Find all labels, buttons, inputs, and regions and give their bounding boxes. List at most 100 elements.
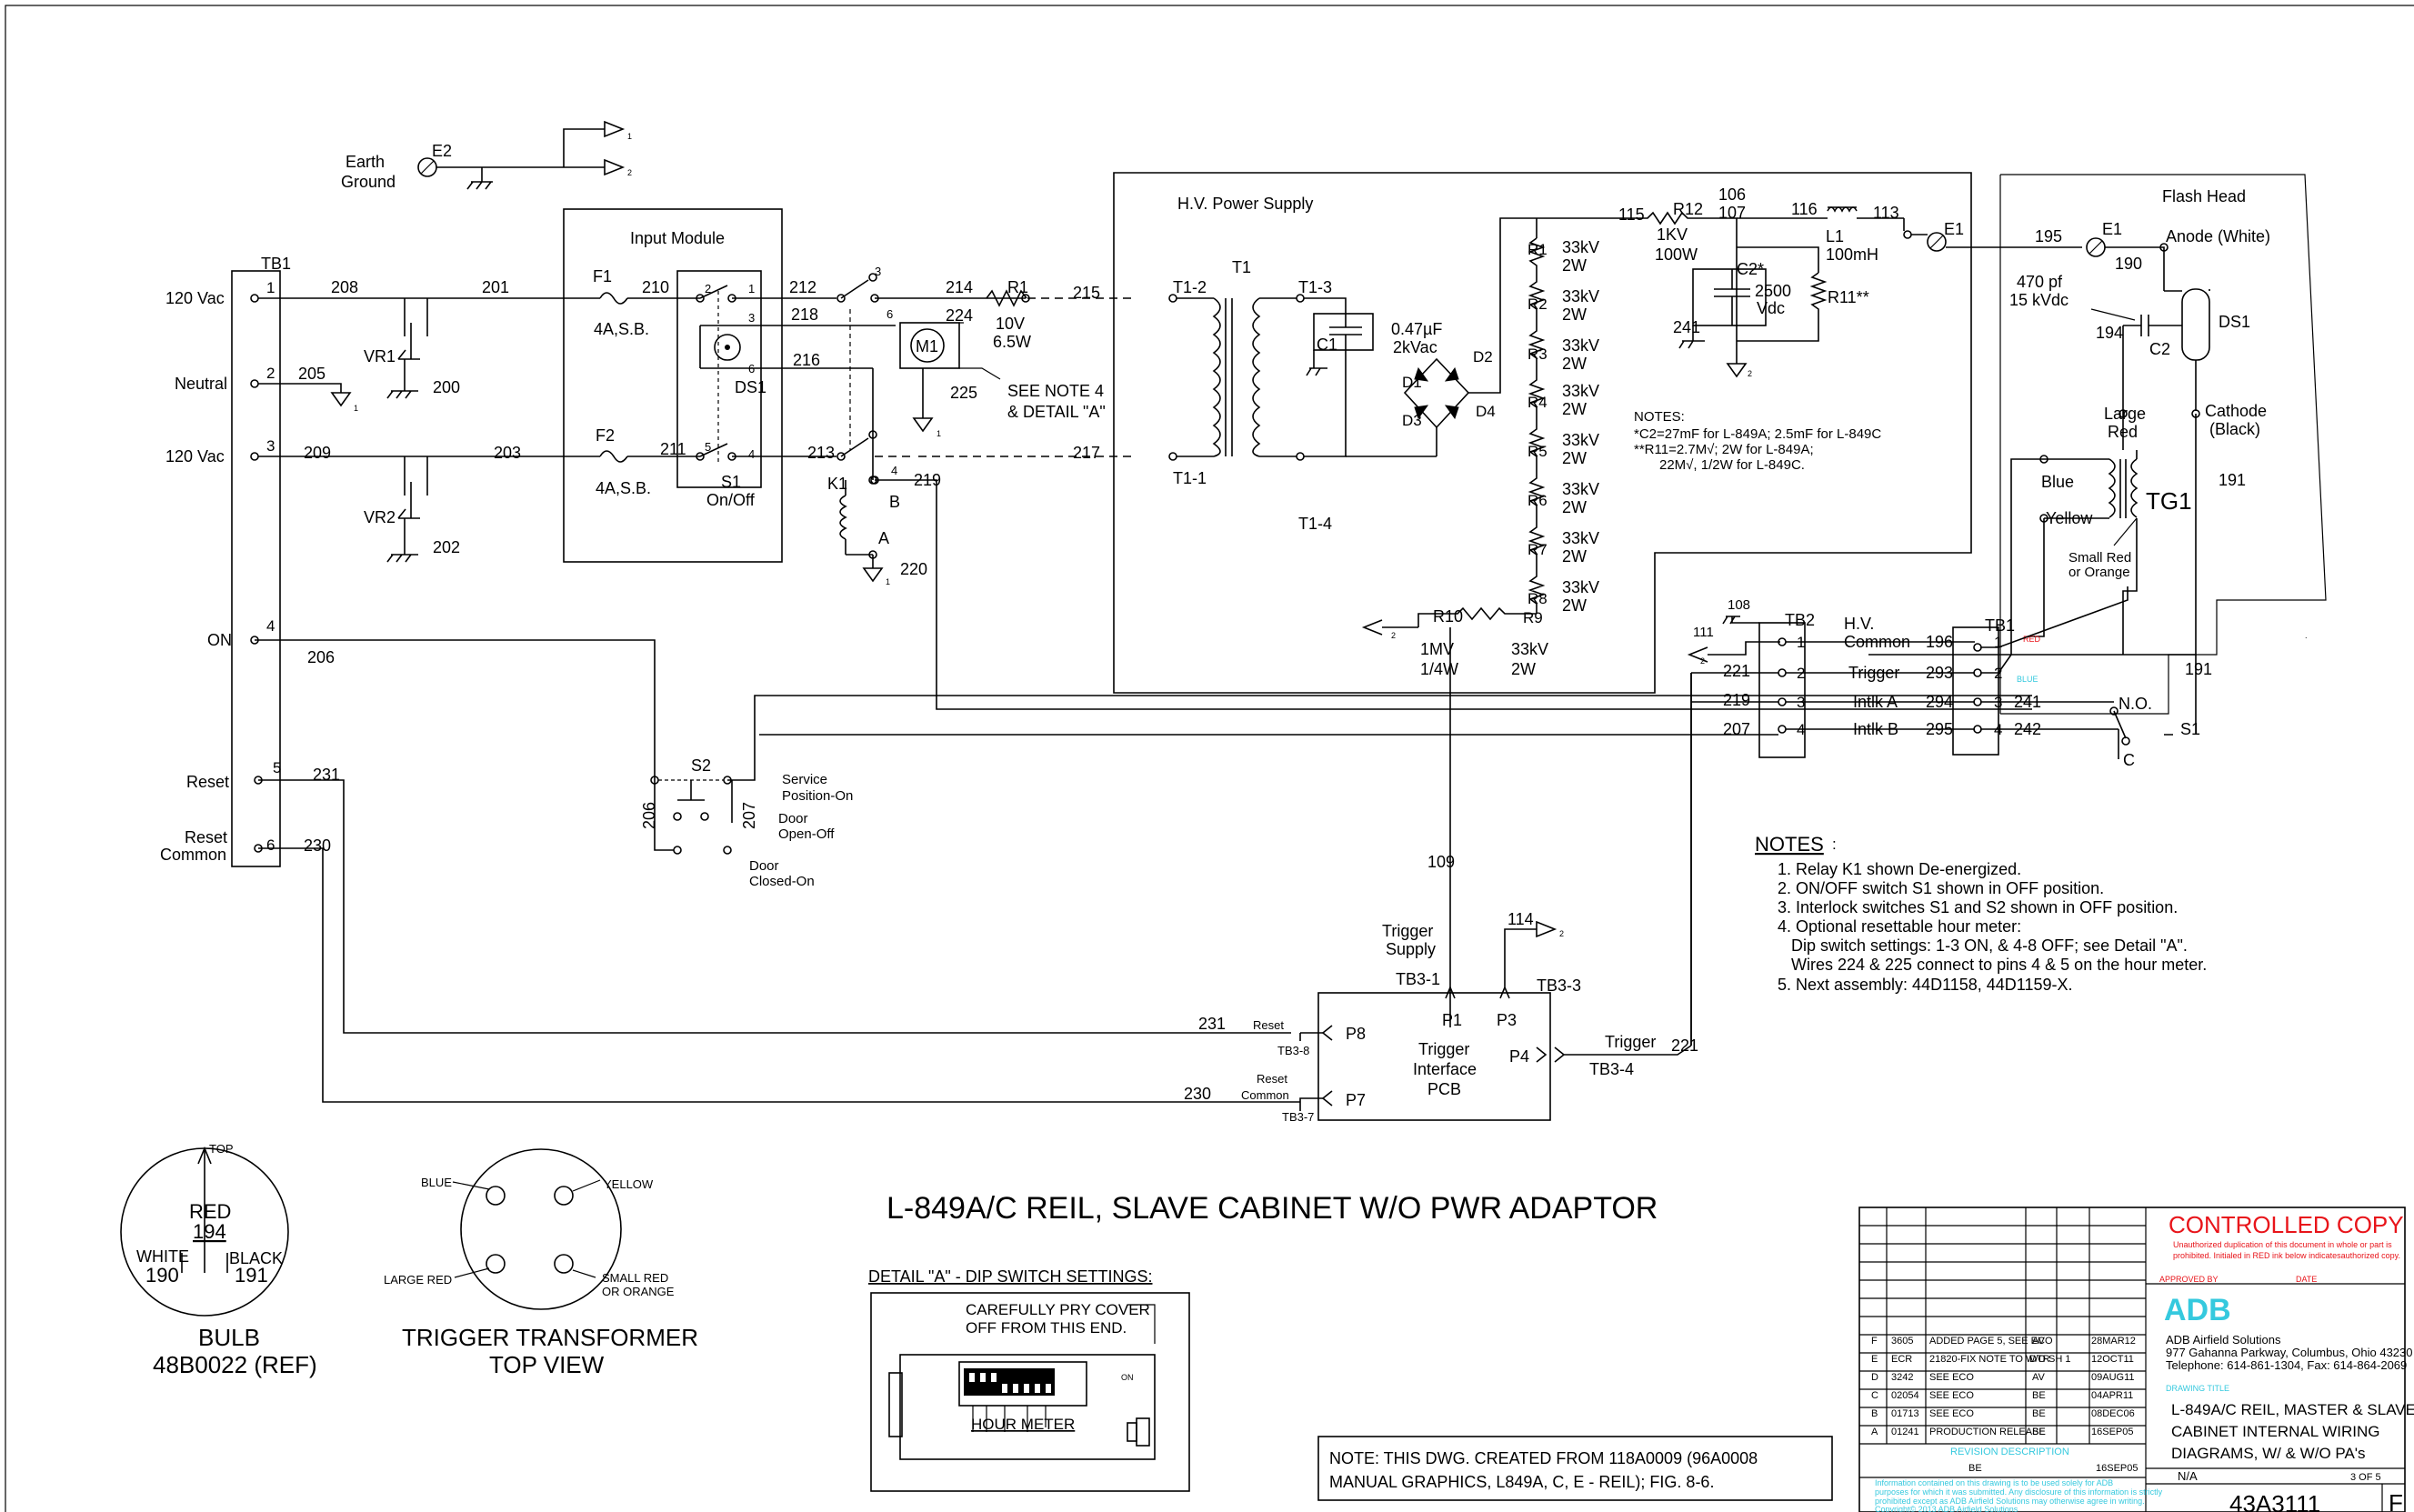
- c2-flashhead-label: C2: [2149, 340, 2170, 358]
- m1-label: M1: [916, 337, 938, 355]
- r-w-1: 2W: [1562, 256, 1587, 275]
- earth-ground: Earth Ground E2 1 2: [341, 120, 632, 191]
- resistor-chain-labels: R1 R2 R3 R4 R5 R6 R7 R8 R9: [1523, 241, 1548, 626]
- note-4a: Dip switch settings: 1-3 ON, & 4-8 OFF; …: [1778, 936, 2188, 955]
- tb2-gnd-ref: 2: [1700, 656, 1705, 666]
- drawing-title-label: DRAWING TITLE: [2166, 1384, 2229, 1393]
- wire-230: 230: [304, 836, 331, 855]
- rev-a-desc: PRODUCTION RELEASE: [1929, 1427, 2046, 1437]
- rev-b-desc: SEE ECO: [1929, 1408, 1974, 1419]
- r-w-7: 2W: [1562, 547, 1587, 566]
- c2-value: 2500: [1755, 282, 1791, 300]
- hv-output: 115 R12 1KV 100W 106 107 116 L1 100mH 11…: [1537, 185, 1964, 378]
- ds1-pin3: 3: [748, 311, 755, 325]
- p1-connector-icon: [1445, 985, 1456, 999]
- k1-ground-icon: [862, 567, 884, 583]
- e1-label-hv: E1: [1944, 220, 1964, 238]
- tb1-flashhead-title: TB1: [1985, 616, 2015, 635]
- wire-106: 106: [1718, 185, 1746, 204]
- door-closed-label: Door: [749, 858, 779, 874]
- f2-fuse-icon: [599, 450, 628, 463]
- p8-label: P8: [1346, 1025, 1366, 1043]
- bulb-red-label: RED: [189, 1200, 231, 1223]
- position-on-label: Position-On: [782, 788, 853, 804]
- s1-pin4: 4: [748, 447, 755, 461]
- blue-label: Blue: [2041, 473, 2074, 491]
- f1-label: F1: [593, 267, 612, 285]
- l1-label: L1: [1826, 227, 1844, 245]
- hv-note-1: *C2=27mF for L-849A; 2.5mF for L-849C: [1634, 426, 1881, 442]
- dwg-note-line-2: MANUAL GRAPHICS, L849A, C, E - REIL); FI…: [1329, 1473, 1714, 1491]
- bulb-title: BULB: [198, 1324, 260, 1351]
- r1-label: R1: [1007, 278, 1028, 296]
- tb1-num-1: 1: [266, 279, 275, 296]
- door-label: Door: [778, 811, 808, 826]
- t1-4-label: T1-4: [1298, 515, 1332, 533]
- drawn-by: BE: [1968, 1463, 1982, 1474]
- rev-e: E: [1871, 1354, 1878, 1365]
- company-name: ADB Airfield Solutions: [2166, 1333, 2281, 1347]
- detail-cover-2: OFF FROM THIS END.: [966, 1319, 1127, 1337]
- wire-116: 116: [1791, 200, 1818, 218]
- bulb-diagram: TOP RED 194 WHITE 190 BLACK 191 BULB 48B…: [120, 1142, 317, 1378]
- tg1-label: TG1: [2146, 487, 2192, 515]
- rev-f-date: 28MAR12: [2091, 1336, 2136, 1347]
- wire-230-pcb: 230: [1184, 1085, 1211, 1103]
- tt-subtitle: TOP VIEW: [489, 1351, 605, 1378]
- bulb-194-label: 194: [193, 1220, 226, 1243]
- trigger-transformer-view: BLUE YELLOW LARGE RED SMALL RED OR ORANG…: [384, 1148, 698, 1378]
- r12-label: R12: [1673, 200, 1703, 218]
- c-label: C: [2123, 751, 2135, 769]
- rev-a-num: 01241: [1891, 1427, 1919, 1437]
- f2-label: F2: [596, 426, 615, 445]
- ground-arrow-icon: [604, 120, 626, 176]
- d3-label: D3: [1402, 412, 1422, 429]
- tb1-label-3: 120 Vac: [165, 447, 225, 466]
- hour-meter-label: HOUR METER: [971, 1416, 1075, 1433]
- closed-on-label: Closed-On: [749, 874, 815, 889]
- rev-a-by: BE: [2032, 1427, 2046, 1437]
- wire-207-tb2: 207: [1723, 720, 1750, 738]
- r-kv-7: 33kV: [1562, 529, 1599, 547]
- tb1-label-1: 120 Vac: [165, 289, 225, 307]
- detail-a: DETAIL "A" - DIP SWITCH SETTINGS: CAREFU…: [868, 1267, 1190, 1492]
- bulb-white-label: WHITE: [136, 1247, 189, 1266]
- resistor-chain-icon: [1528, 237, 1546, 614]
- rev-a-date: 16SEP05: [2091, 1427, 2133, 1437]
- r-w-2: 2W: [1562, 305, 1587, 324]
- r-kv-1: 33kV: [1562, 238, 1599, 256]
- wire-201: 201: [482, 278, 509, 296]
- input-module: Input Module F1 4A,S.B. 210 F2 4A,S.B. 2…: [563, 208, 783, 563]
- r-label-1: R1: [1528, 241, 1548, 258]
- rev-c-desc: SEE ECO: [1929, 1390, 1974, 1401]
- r12-wattage: 100W: [1655, 245, 1698, 264]
- hv-supply-title: H.V. Power Supply: [1177, 195, 1313, 213]
- wire-111: 111: [1693, 625, 1714, 640]
- r-kv-4: 33kV: [1562, 382, 1599, 400]
- tt-or-orange-label: OR ORANGE: [602, 1285, 675, 1298]
- ds1-label: DS1: [735, 378, 766, 396]
- r-kv-5: 33kV: [1562, 431, 1599, 449]
- sheet-number: 3 OF 5: [2350, 1472, 2381, 1483]
- yellow-label: Yellow: [2046, 509, 2093, 527]
- p4-connector-icon: [1536, 1045, 1692, 1063]
- blue-tag: BLUE: [2017, 675, 2038, 684]
- tb3-7-label: TB3-7: [1282, 1110, 1314, 1124]
- wire-220: 220: [900, 560, 927, 578]
- or-orange-label: or Orange: [2068, 565, 2130, 580]
- title-block: F 3605 ADDED PAGE 5, SEE ECO AV 28MAR12 …: [1858, 1207, 2414, 1512]
- wire-207-s2: 207: [740, 802, 758, 829]
- tt-yellow-label: YELLOW: [604, 1177, 654, 1191]
- anode-label: Anode (White): [2166, 227, 2270, 245]
- vr1-label: VR1: [364, 347, 396, 365]
- bulb-191-label: 191: [235, 1264, 268, 1287]
- pcb-title-2: Interface: [1413, 1060, 1477, 1078]
- wire-203: 203: [494, 444, 521, 462]
- r10-resistor-icon: [1417, 606, 1537, 627]
- rev-d-desc: SEE ECO: [1929, 1372, 1974, 1383]
- tb1-num-3: 3: [266, 437, 275, 455]
- tb1-num-6: 6: [266, 836, 275, 854]
- r1-wattage: 6.5W: [993, 333, 1031, 351]
- earth-label: Earth: [346, 153, 385, 171]
